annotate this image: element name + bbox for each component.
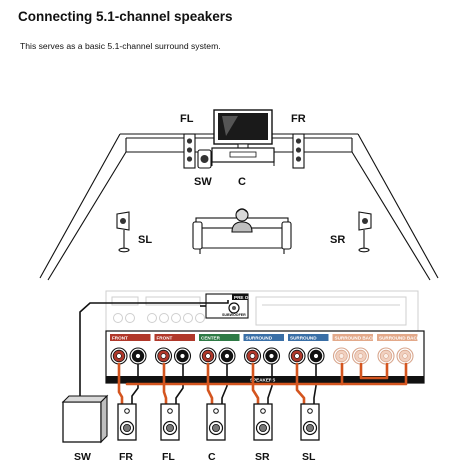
sofa-listener bbox=[193, 209, 291, 254]
speaker-terminal[interactable] bbox=[334, 348, 350, 364]
receiver-mini bbox=[230, 152, 256, 157]
speaker-terminal[interactable] bbox=[378, 348, 394, 364]
bottom-speaker-fl: FL bbox=[161, 404, 179, 463]
speaker-terminal[interactable] bbox=[219, 348, 235, 364]
speaker-terminal[interactable] bbox=[175, 348, 191, 364]
subwoofer-room bbox=[198, 150, 211, 168]
terminal-group-label: SURROUND bbox=[246, 335, 273, 340]
bottom-speaker-sr: SR bbox=[254, 404, 272, 463]
speaker-terminal[interactable] bbox=[289, 348, 305, 364]
bottom-speaker-fr: FR bbox=[118, 404, 136, 463]
bottom-speaker-sw: SW bbox=[63, 396, 107, 463]
speaker-terminal[interactable] bbox=[264, 348, 280, 364]
speaker-terminal[interactable] bbox=[245, 348, 261, 364]
speaker-terminal[interactable] bbox=[397, 348, 413, 364]
bottom-label-fr: FR bbox=[119, 451, 133, 463]
bottom-label-sr: SR bbox=[255, 451, 270, 463]
surround-right-speaker bbox=[359, 212, 371, 252]
bottom-label-c: C bbox=[208, 451, 216, 463]
right-wall-outer bbox=[358, 134, 438, 278]
label-sr: SR bbox=[330, 234, 345, 246]
speaker-terminal[interactable] bbox=[156, 348, 172, 364]
bottom-label-sw: SW bbox=[74, 451, 91, 463]
terminal-group-label: FRONT bbox=[112, 335, 128, 340]
label-fr: FR bbox=[291, 113, 306, 125]
bottom-label-fl: FL bbox=[162, 451, 175, 463]
label-fl: FL bbox=[180, 113, 194, 125]
tv-neck bbox=[238, 144, 248, 148]
left-wall-outer bbox=[40, 134, 120, 278]
label-sw: SW bbox=[194, 176, 212, 188]
front-left-speaker bbox=[184, 134, 195, 168]
bottom-label-sl: SL bbox=[302, 451, 316, 463]
terminal-group-label: SURROUND BACK bbox=[379, 335, 421, 340]
bottom-speakers: SW FR FL C SR SL bbox=[63, 396, 319, 463]
subwoofer-jack-label: SUBWOOFER bbox=[222, 313, 246, 317]
speaker-terminal[interactable] bbox=[130, 348, 146, 364]
terminal-group-label: SURROUND bbox=[290, 335, 317, 340]
speaker-terminal[interactable] bbox=[353, 348, 369, 364]
bottom-speaker-c: C bbox=[207, 404, 225, 463]
speaker-terminal[interactable] bbox=[308, 348, 324, 364]
terminal-group-label: SURROUND BACK bbox=[335, 335, 377, 340]
surround-left-speaker bbox=[117, 212, 129, 252]
terminal-group-label: FRONT bbox=[157, 335, 173, 340]
left-floor-edge bbox=[48, 152, 126, 280]
label-c: C bbox=[238, 176, 246, 188]
front-right-speaker bbox=[293, 134, 304, 168]
speaker-terminal[interactable] bbox=[111, 348, 127, 364]
tv-set bbox=[212, 110, 274, 166]
speaker-terminal[interactable] bbox=[200, 348, 216, 364]
pre-out-label: PRE OUT bbox=[234, 295, 255, 300]
bottom-speaker-sl: SL bbox=[301, 404, 319, 463]
terminal-group-label: CENTER bbox=[201, 335, 221, 340]
label-sl: SL bbox=[138, 234, 152, 246]
